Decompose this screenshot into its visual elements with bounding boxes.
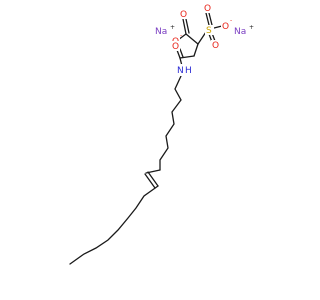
molecule-structure: Na + O O - S O O - O Na + O N H — [69, 3, 254, 265]
bond-s-o-top-a — [205, 12, 210, 26]
nitrogen-amide: N — [177, 66, 184, 76]
oxygen-sulfo-bottom: O — [212, 41, 219, 51]
bond-c2-s — [197, 31, 207, 45]
bond-s-o-right — [213, 25, 223, 29]
alkyl-chain-upper — [159, 75, 182, 171]
sodium-charge-left: + — [170, 24, 175, 31]
bond-c1-o-double-b — [185, 18, 190, 34]
bond-c2-c3 — [193, 43, 199, 57]
bond-c4-o-amide-b — [179, 48, 184, 58]
sodium-atom-left: Na — [155, 27, 167, 37]
bond-c4-o-amide-a — [176, 49, 181, 59]
atom-labels: Na + O O - S O O - O Na + O N H — [155, 3, 254, 76]
bond-c3-c4 — [179, 55, 195, 59]
oxygen-sulfo-right: O — [222, 22, 229, 32]
bond-c1-o-double-a — [182, 18, 187, 35]
sodium-charge-right: + — [249, 24, 254, 31]
bond-alkene-b — [144, 173, 156, 189]
sodium-atom-right: Na — [234, 27, 246, 37]
molecule-canvas: Na + O O - S O O - O Na + O N H — [69, 3, 254, 265]
alkyl-chain-lower — [69, 185, 159, 265]
sulfur-atom: S — [206, 26, 212, 36]
oxygen-sulfo-charge: - — [230, 17, 232, 24]
oxygen-sulfo-top: O — [204, 4, 211, 14]
bond-c1-c2 — [185, 33, 199, 45]
bond-s-o-top-b — [208, 12, 213, 26]
oxygen-carboxyl-double: O — [180, 10, 187, 20]
oxygen-carboxyl-charge: - — [180, 32, 182, 39]
alkyl-chain-junction — [145, 169, 161, 174]
hydrogen-amide: H — [185, 66, 192, 76]
bonds — [69, 12, 223, 265]
oxygen-amide: O — [172, 42, 179, 52]
bond-alkene-a — [147, 171, 159, 187]
